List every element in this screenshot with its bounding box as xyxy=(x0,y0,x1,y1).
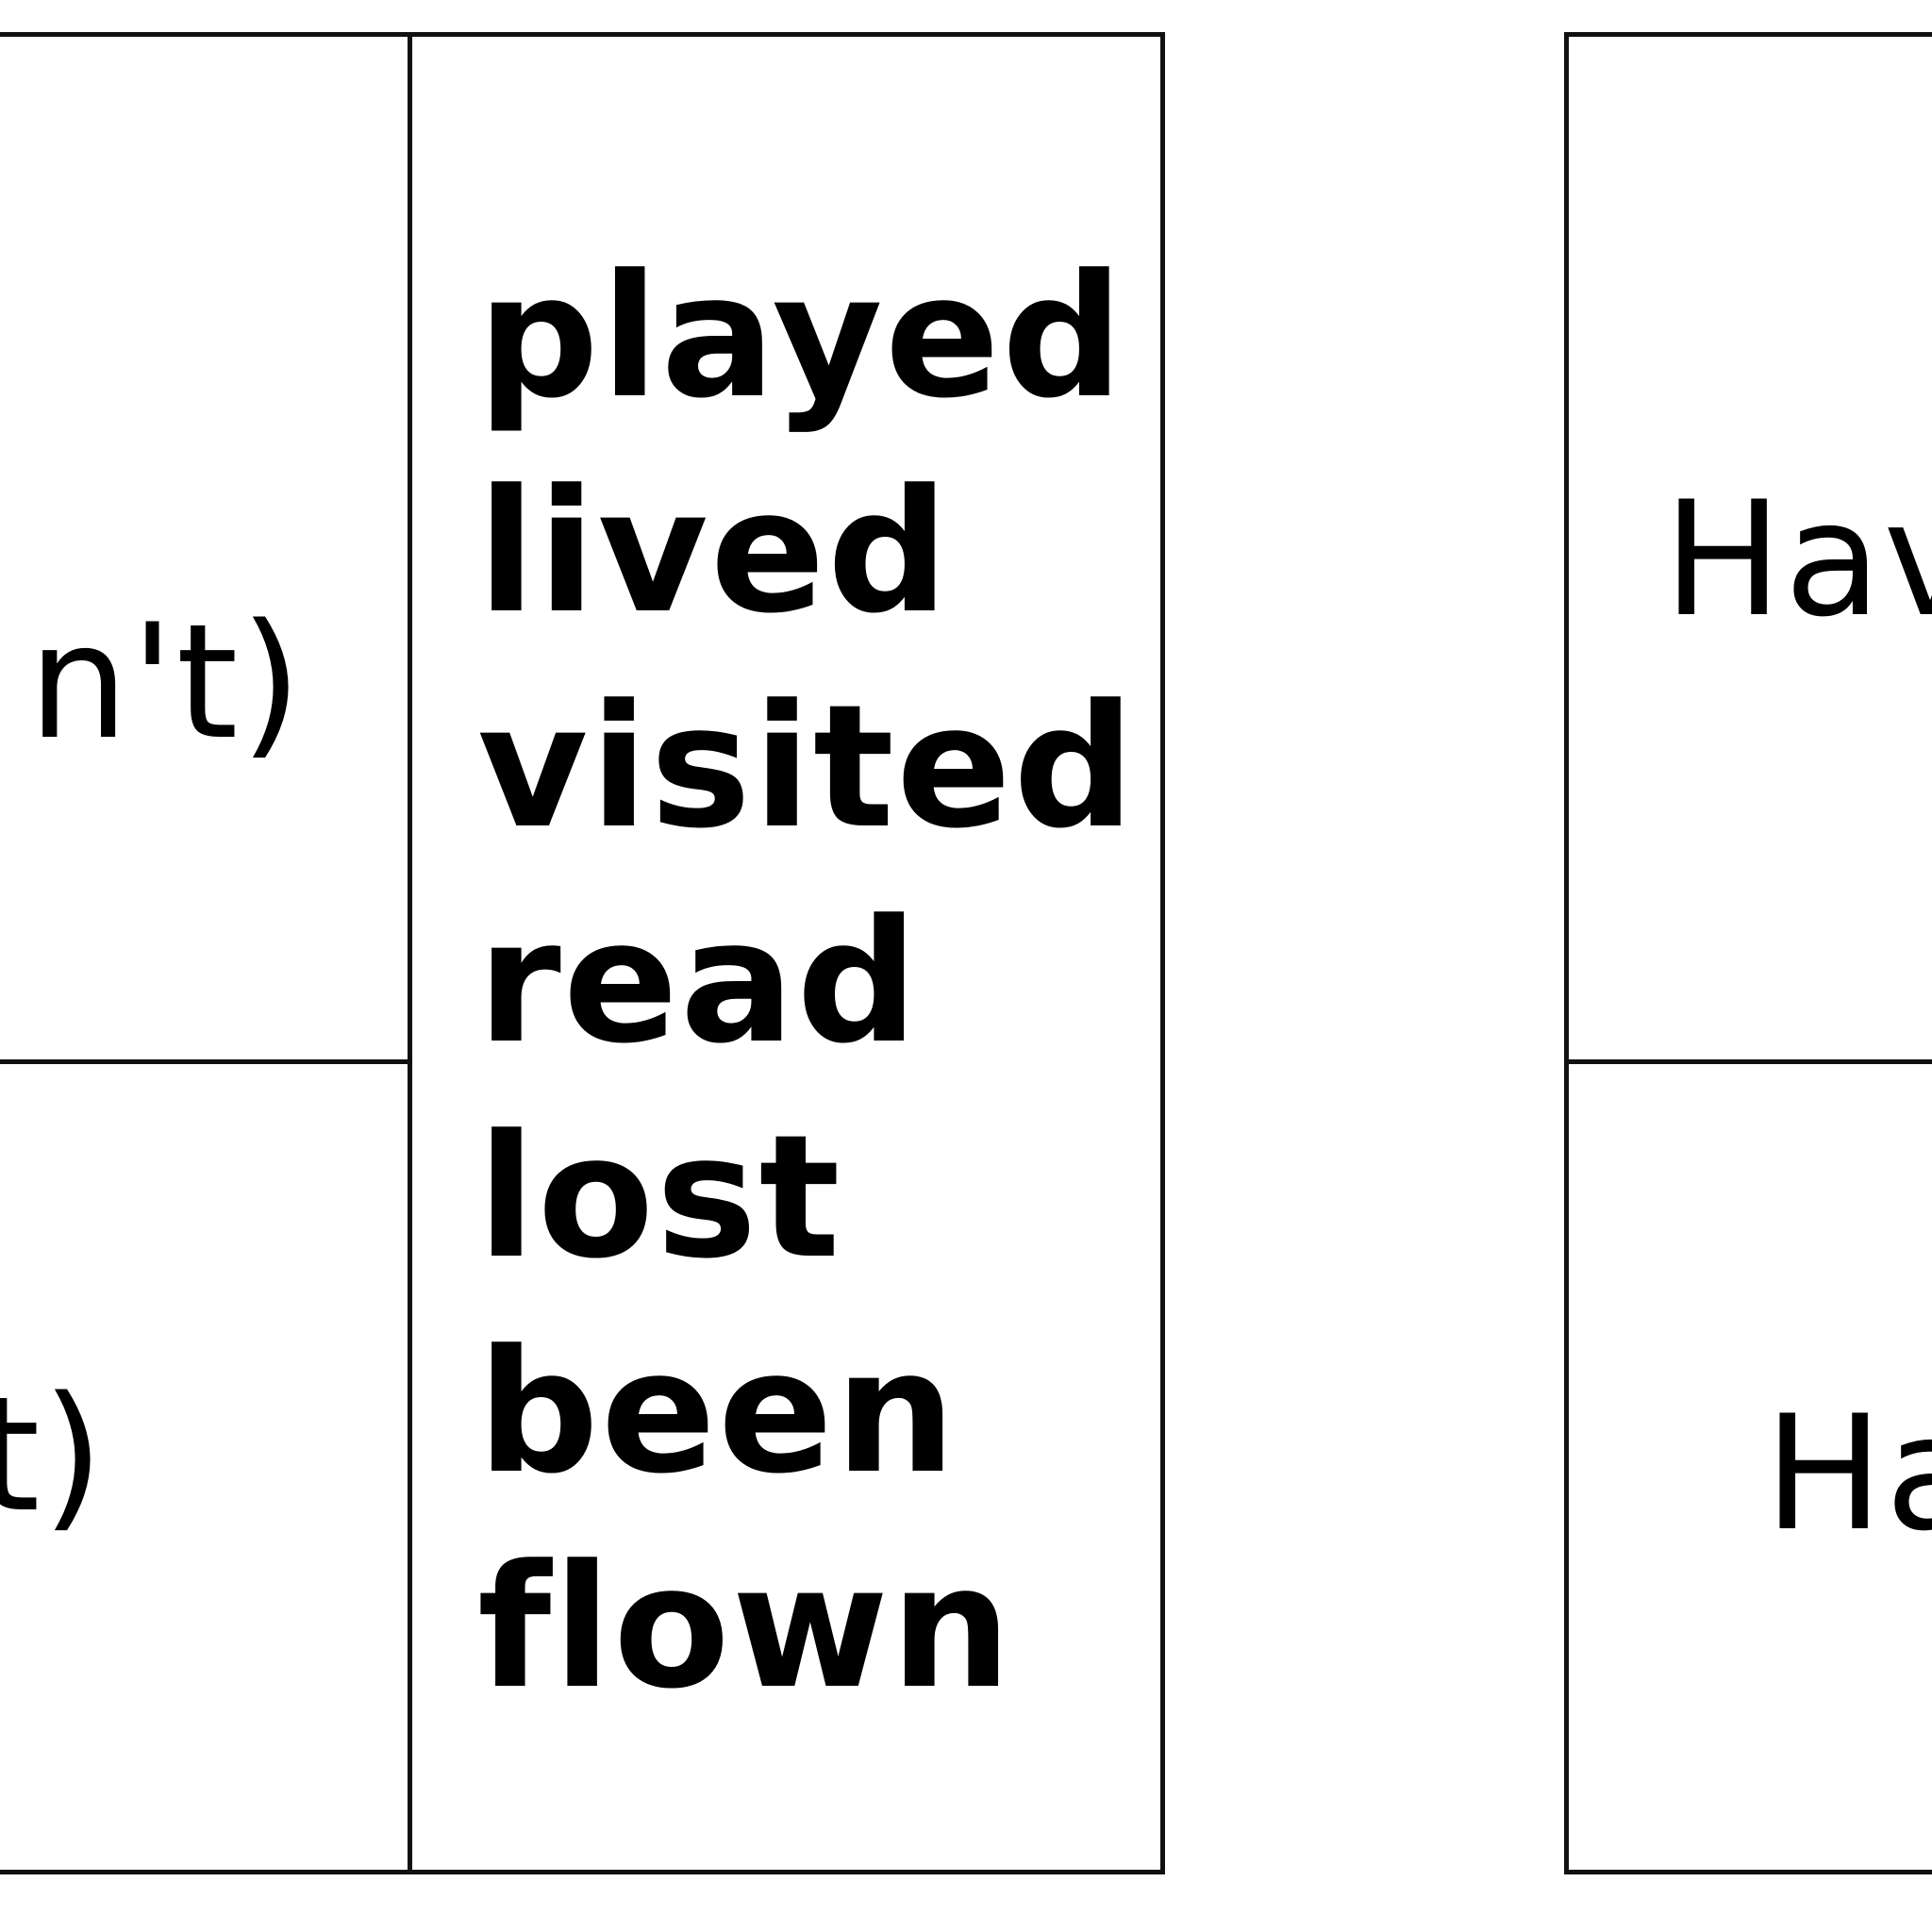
question-aux-text-top: Hav xyxy=(1663,467,1932,652)
verbs-cell xyxy=(408,32,1165,1874)
question-cell-bottom: Ha xyxy=(1564,1059,1932,1874)
question-aux-text-bottom: Ha xyxy=(1764,1381,1932,1566)
aux-negative-text-bottom: t) xyxy=(0,1362,106,1547)
verb-item: flown xyxy=(477,1529,1014,1726)
aux-cell-top: n't) xyxy=(0,32,412,1064)
verb-item: lost xyxy=(477,1099,842,1296)
aux-negative-text: n't) xyxy=(27,590,304,774)
aux-cell-bottom: t) xyxy=(0,1059,412,1874)
question-cell-top: Hav xyxy=(1564,32,1932,1064)
verb-item: read xyxy=(477,884,921,1081)
verb-item: played xyxy=(477,239,1125,436)
verb-item: been xyxy=(477,1314,958,1511)
verbs-list: played lived visited read lost been flow… xyxy=(477,230,1137,1736)
verb-item: lived xyxy=(477,454,951,651)
verb-item: visited xyxy=(477,669,1137,866)
